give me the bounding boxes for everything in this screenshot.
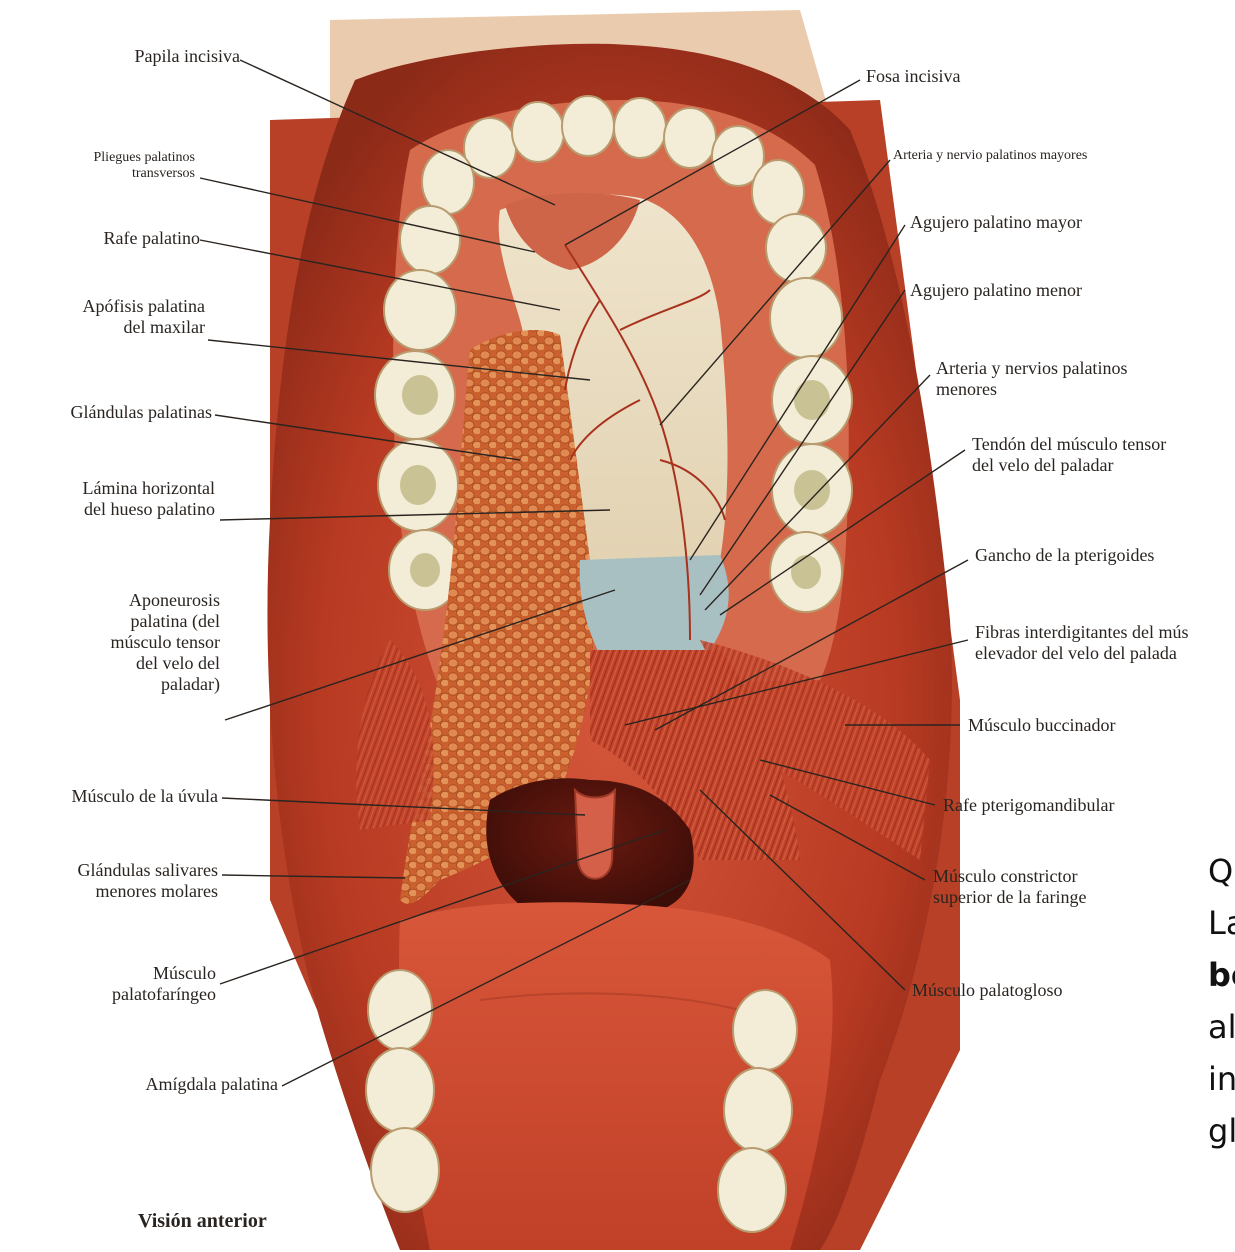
label-pliegues-palatinos: Pliegues palatinos transversos <box>0 150 195 182</box>
side-text-line: gl <box>1208 1112 1235 1150</box>
label-line: del velo del <box>40 653 220 674</box>
label-gancho-pterigoides: Gancho de la pterigoides <box>975 545 1154 566</box>
label-line: palatofaríngeo <box>20 984 216 1005</box>
label-constrictor-superior: Músculo constrictor superior de la farin… <box>933 866 1086 908</box>
side-text-line: in <box>1208 1060 1235 1098</box>
side-text-line: Q <box>1208 852 1233 890</box>
label-amigdala-palatina: Amígdala palatina <box>40 1074 278 1095</box>
label-agujero-palatino-menor: Agujero palatino menor <box>910 280 1082 301</box>
label-line: Músculo constrictor <box>933 866 1086 887</box>
label-musculo-uvula: Músculo de la úvula <box>0 786 218 807</box>
label-fosa-incisiva: Fosa incisiva <box>866 66 961 87</box>
label-agujero-palatino-mayor: Agujero palatino mayor <box>910 212 1082 233</box>
side-text-line: La <box>1208 904 1235 942</box>
side-text-line: al <box>1208 1008 1235 1046</box>
label-musculo-palatofaringeo: Músculo palatofaríngeo <box>20 963 216 1005</box>
view-title: Visión anterior <box>138 1210 267 1233</box>
label-line: del maxilar <box>10 317 205 338</box>
side-text-panel: Q La bo al in gl <box>1200 850 1235 1180</box>
label-papila-incisiva: Papila incisiva <box>30 46 240 67</box>
label-line: Músculo <box>20 963 216 984</box>
label-aponeurosis-palatina: Aponeurosis palatina (del músculo tensor… <box>40 590 220 695</box>
label-line: palatina (del <box>40 611 220 632</box>
label-tendon-tensor: Tendón del músculo tensor del velo del p… <box>972 434 1166 476</box>
label-glandulas-palatinas: Glándulas palatinas <box>0 402 212 423</box>
label-line: Arteria y nervios palatinos <box>936 358 1127 379</box>
label-line: Glándulas salivares <box>10 860 218 881</box>
label-line: superior de la faringe <box>933 887 1086 908</box>
label-rafe-pterigomandibular: Rafe pterigomandibular <box>943 795 1114 816</box>
label-line: Fibras interdigitantes del mús <box>975 622 1220 643</box>
label-apofisis-palatina: Apófisis palatina del maxilar <box>10 296 205 338</box>
label-line: Aponeurosis <box>40 590 220 611</box>
label-glandulas-salivares: Glándulas salivares menores molares <box>10 860 218 902</box>
label-musculo-palatogloso: Músculo palatogloso <box>912 980 1063 1001</box>
label-line: transversos <box>0 166 195 182</box>
label-line: elevador del velo del palada <box>975 643 1220 664</box>
label-line: Apófisis palatina <box>10 296 205 317</box>
label-fibras-interdigitantes: Fibras interdigitantes del mús elevador … <box>975 622 1220 664</box>
label-line: Lámina horizontal <box>10 478 215 499</box>
label-line: músculo tensor <box>40 632 220 653</box>
label-line: paladar) <box>40 674 220 695</box>
label-line: del velo del paladar <box>972 455 1166 476</box>
label-line: Pliegues palatinos <box>0 150 195 166</box>
label-line: menores <box>936 379 1127 400</box>
side-text-line: bo <box>1208 956 1235 994</box>
label-lamina-horizontal: Lámina horizontal del hueso palatino <box>10 478 215 520</box>
label-line: Tendón del músculo tensor <box>972 434 1166 455</box>
label-line: del hueso palatino <box>10 499 215 520</box>
label-musculo-buccinador: Músculo buccinador <box>968 715 1115 736</box>
label-line: menores molares <box>10 881 218 902</box>
label-arteria-palatinos-mayores: Arteria y nervio palatinos mayores <box>893 148 1087 164</box>
label-arteria-palatinos-menores: Arteria y nervios palatinos menores <box>936 358 1127 400</box>
label-rafe-palatino: Rafe palatino <box>20 228 200 249</box>
